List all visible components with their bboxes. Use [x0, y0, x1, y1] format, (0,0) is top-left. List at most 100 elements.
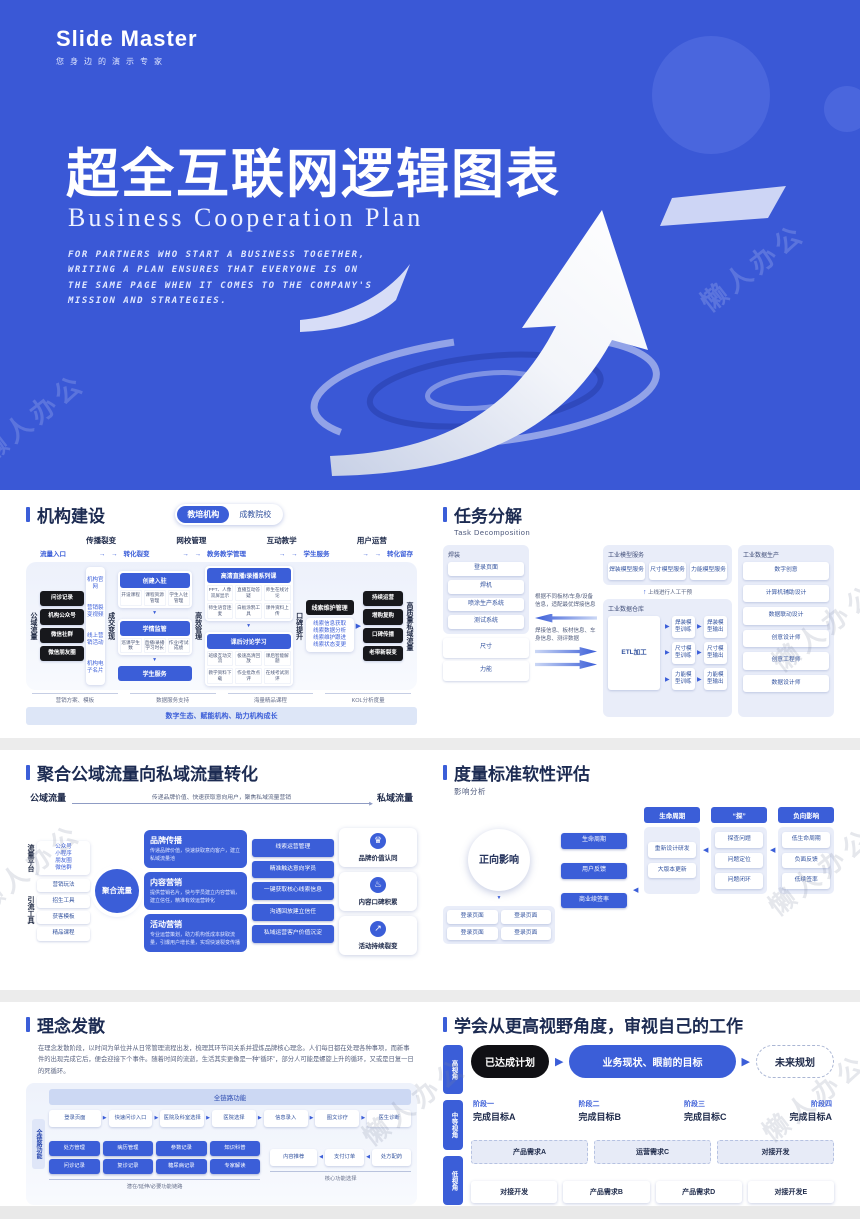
hero-banner: Slide Master 您身边的演示专家 超全互联网逻辑图表 Business… [0, 0, 860, 490]
right-arrow-icon: ▶ [665, 676, 670, 683]
monitor-cell: 巡课学生数 [119, 637, 142, 654]
evaluation-columns: 生命周期 重新设计研发大版本更新 ◀ “探” 探查问题问题定位问题闭环 ◀ 负向… [644, 807, 834, 894]
discussion-cell: 教学资料下载 [206, 668, 234, 685]
evaluation-chip: 负面反馈 [782, 852, 830, 869]
core-step-wrap: 支付订单 [317, 1148, 365, 1166]
model-training-row: ▶ 力能模型训练 ▶ 力能模型输出 [665, 668, 727, 691]
vertical-label-management: 高效管理 [194, 612, 202, 640]
source-column: 流量平台 公众号小程序朋友圈微信群 引流工具 营销玩法招生工具获客模板精品课程 [26, 808, 90, 974]
flow-step-wrap: 医院选择 [204, 1109, 256, 1127]
stage-goals: 阶段一 完成目标A 阶段二 完成目标B 阶段三 完成目标C 阶段四 完成目标A [473, 1099, 832, 1123]
hero-description: FOR PARTNERS WHO START A BUSINESS TOGETH… [68, 248, 372, 309]
flow-step: 转化裂变 [95, 548, 150, 558]
section-title-text: 学会从更高视野角度，审视自己的工作 [454, 1017, 743, 1036]
production-item: 创意工程师 [743, 652, 829, 670]
right-fat-arrow-icon [535, 660, 597, 669]
asset-item: 营销裂变视频 [87, 605, 104, 618]
function-chip: 糖尿病记录 [156, 1158, 207, 1174]
flame-icon: ♨ [370, 876, 386, 893]
platform-item: 朋友圈 [55, 858, 72, 865]
marketing-card-title: 内容营销 [150, 878, 182, 887]
output-chip: 力能模型输出 [703, 668, 727, 691]
leads-item: 线索状态变更 [313, 641, 347, 648]
model-service-panel: 工业模型服务 焊装模型服务尺寸模型服务力能模型服务 [603, 545, 732, 585]
page-chip: 登录页面 [500, 910, 551, 924]
retention-chip: 老带新裂变 [363, 645, 403, 661]
discussion-group: 课后讨论学习 班级互动交流极速高清回放课后智能解题教学资料下载作业批改点评在线考… [204, 631, 293, 687]
flow-step: 学生服务 [275, 548, 330, 558]
tab-training-org[interactable]: 教培机构 [177, 506, 230, 523]
capability-chips: 线索运营管理精准触达意向学员一键获取核心线索信息沟通回放建立信任私域运营客户价值… [251, 808, 334, 974]
vertical-label-deal: 成交变现 [107, 612, 115, 640]
admission-cell: 课程资源管理 [143, 589, 166, 606]
left-arrow-icon: ◀ [633, 887, 639, 894]
admission-header: 创建入驻 [119, 572, 190, 588]
model-service-item: 力能模型服务 [690, 562, 727, 580]
positive-impact-circle: 正向影响 [468, 829, 530, 891]
section-title: 任务分解 [443, 502, 522, 527]
group-caption: 核心功能选择 [270, 1170, 411, 1182]
channel-chip: 微信社群 [40, 627, 84, 643]
stage-name: 阶段三 [684, 1101, 705, 1108]
title-accent-bar [26, 507, 30, 522]
discussion-cell: 作业批改点评 [235, 668, 262, 685]
evaluation-chip: 问题闭环 [715, 873, 763, 889]
up-arrow-icon: ↑ [642, 588, 647, 596]
core-functions-group: 内容推荐支付订单处方配药 核心功能选择 [270, 1132, 412, 1199]
welding-item: 喷涂生产系统 [448, 597, 524, 612]
view-level-pill: 低视角 [443, 1155, 463, 1205]
caption: KOL分析度量 [325, 693, 411, 704]
model-service-item: 尺寸模型服务 [649, 562, 686, 580]
slide-footer-banner: 数字生态、赋能机构、助力机构成长 [26, 707, 417, 725]
output-chip: 焊装模型输出 [703, 615, 727, 638]
extra-inputs: 尺寸力能 [443, 638, 529, 681]
channel-chip: 机构公众号 [40, 609, 84, 625]
core-step-chip: 内容推荐 [270, 1148, 318, 1166]
task-diagram: 焊装 登录页面焊机喷涂生产系统测试系统 尺寸力能 根据不同板材/车身/设备信息，… [443, 545, 834, 717]
welding-panel-label: 焊装 [448, 553, 461, 559]
flow-step-wrap: 医院及科室选择 [152, 1109, 205, 1127]
right-arrow-icon: ▶ [697, 650, 702, 657]
section-title: 学会从更高视野角度，审视自己的工作 [443, 1012, 743, 1037]
negative-impact-column: 负向影响 低生命周期负面反馈低续签率 [778, 807, 834, 894]
leads-item: 线索数据分析 [313, 628, 347, 635]
stage-goal: 完成目标B [578, 1112, 622, 1122]
view-level-pill: 高视角 [443, 1045, 463, 1095]
model-service-label: 工业模型服务 [608, 553, 645, 559]
teaching-admin-column: 创建入驻 开设课程课程资源管理学生入驻管理 ▼ 学情监管 巡课学生数直播/录播学… [117, 567, 192, 685]
results-column: ♛ 品牌价值认同 ♨ 内容口碑积累 ↗ 活动持续裂变 [339, 808, 417, 974]
welding-item: 登录页面 [448, 562, 524, 576]
production-item: 数据设计师 [743, 674, 829, 693]
evaluation-chip: 探查问题 [715, 832, 763, 848]
title-accent-bar [443, 765, 447, 780]
section-title: 聚合公域流量向私域流量转化 [26, 760, 258, 785]
live-course-cell: 课件资料上传 [263, 602, 291, 619]
brand-tagline: 您身边的演示专家 [56, 57, 168, 66]
crown-icon: ♛ [370, 832, 386, 849]
view-level-pill: 中等视角 [443, 1100, 463, 1150]
core-step-wrap: 内容推荐 [270, 1148, 318, 1166]
left-arrow-icon: ◀ [770, 847, 776, 855]
flow-step-wrap: 医生诊断 [359, 1109, 412, 1127]
model-training-row: ▶ 焊装模型训练 ▶ 焊装模型输出 [665, 615, 727, 638]
retention-list: 持续运营增购复购口碑传播老带新裂变 [363, 567, 403, 685]
flow-step-wrap: 登录页面 [49, 1109, 101, 1127]
vertical-label-public-traffic: 公域流量 [30, 612, 37, 640]
stage-name: 阶段二 [578, 1101, 600, 1108]
section-title-text: 机构建设 [37, 507, 105, 526]
stage: 阶段三 完成目标C [684, 1099, 727, 1123]
flow-step-chip: 登录页面 [49, 1109, 101, 1127]
input-chip: 尺寸 [443, 638, 529, 658]
evaluation-chip: 低续签率 [782, 873, 830, 889]
consult-flow: 登录页面快速问诊入口医院及科室选择医院选择信息录入图文诊疗医生诊断 [49, 1109, 412, 1127]
flow-step-wrap: 图文诊疗 [308, 1109, 360, 1127]
output-chip: 尺寸模型输出 [703, 641, 727, 665]
tab-adult-school[interactable]: 成教院校 [239, 510, 272, 519]
core-step-wrap: 处方配药 [364, 1148, 412, 1166]
capability-chip: 一键获取核心线索信息 [251, 882, 334, 900]
down-arrow-icon: ▼ [152, 609, 158, 616]
tools-group: 引流工具 营销玩法招生工具获客模板精品课程 [26, 878, 90, 941]
annotation-column: 根据不同板材/车身/设备信息，适配最优焊接信息 焊接信息、板材信息、车身信息、测… [535, 545, 597, 717]
